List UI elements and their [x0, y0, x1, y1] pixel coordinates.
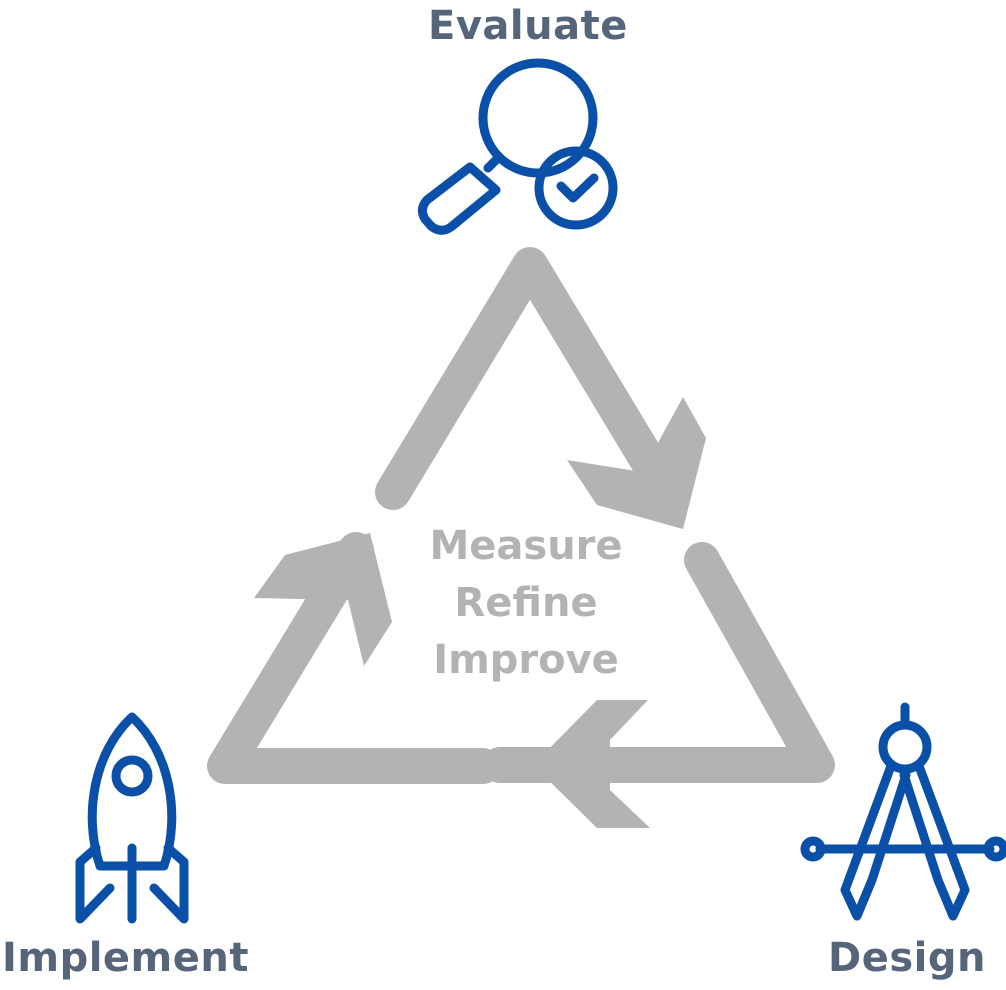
rocket-window	[111, 755, 153, 797]
stage-label-implement: Implement	[2, 935, 249, 981]
compass-leg-right	[899, 761, 970, 921]
compass-arc-end-right	[983, 836, 1006, 862]
compass-arc-end-left	[800, 836, 826, 862]
magnifier-neck	[483, 152, 504, 173]
arrow-evaluate-to-design-head	[567, 397, 706, 529]
cycle-strokes	[207, 247, 835, 828]
arrow-implement-to-evaluate-head	[254, 533, 392, 666]
cycle-center-text: Measure Refine Improve	[396, 518, 656, 689]
arrow-design-to-implement-head	[533, 700, 650, 828]
stage-label-evaluate: Evaluate	[428, 3, 628, 49]
center-line-refine: Refine	[454, 580, 598, 626]
center-line-improve: Improve	[433, 637, 619, 683]
rocket-fin-left	[75, 843, 115, 924]
check-badge	[534, 146, 618, 230]
arrow-implement-to-evaluate-shaft	[207, 532, 501, 784]
check-mark	[556, 173, 599, 203]
magnifier-handle	[417, 162, 501, 235]
arrow-evaluate-to-design-shaft	[375, 247, 686, 512]
stage-label-design: Design	[828, 935, 986, 981]
compass-leg-left	[840, 761, 911, 921]
compass-hinge	[878, 720, 932, 774]
rocket-fin-right	[149, 843, 189, 924]
center-line-measure: Measure	[429, 523, 623, 569]
